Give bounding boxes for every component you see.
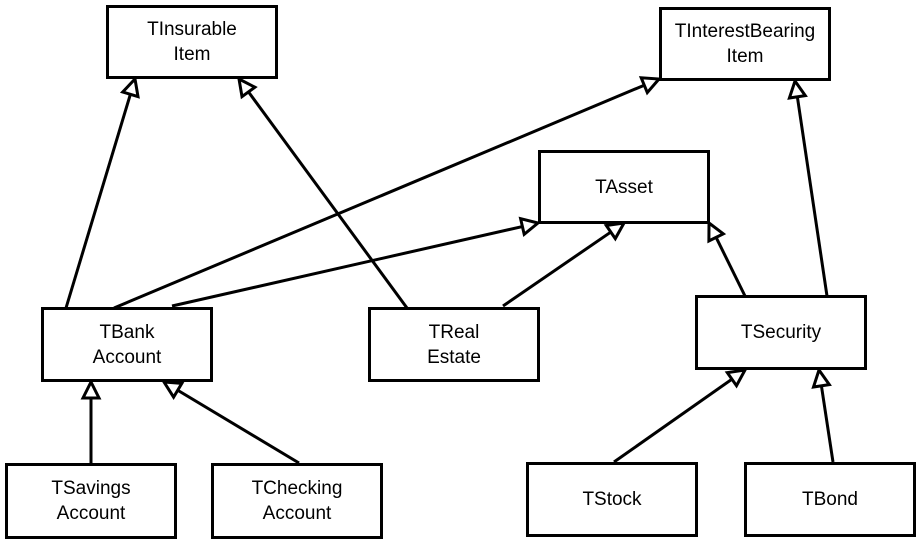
- inheritance-arrow-security-to-interest-bearing-item: [787, 77, 829, 297]
- inheritance-arrow-real-estate-to-asset: [502, 221, 627, 308]
- class-name-interest-bearing-item: TInterestBearing Item: [674, 21, 816, 67]
- class-name-asset: TAsset: [595, 176, 653, 198]
- inheritance-line: [795, 96, 829, 297]
- class-name-savings-account: TSavings Account: [51, 478, 131, 524]
- hollow-arrowhead-icon: [80, 378, 102, 400]
- class-box-savings-account[interactable]: TSavings Account: [5, 463, 177, 539]
- class-box-real-estate[interactable]: TReal Estate: [368, 307, 540, 382]
- class-name-security: TSecurity: [740, 322, 822, 343]
- inheritance-line: [171, 225, 523, 308]
- class-box-asset[interactable]: TAsset: [538, 150, 710, 224]
- inheritance-arrow-bank-account-to-asset: [171, 216, 542, 308]
- class-box-bond[interactable]: TBond: [744, 462, 916, 537]
- inheritance-line: [714, 236, 747, 297]
- inheritance-arrow-real-estate-to-insurable-item: [237, 76, 409, 309]
- inheritance-arrow-savings-account-to-bank-account: [80, 378, 102, 463]
- inheritance-line: [64, 93, 132, 309]
- hollow-arrowhead-icon: [237, 76, 258, 100]
- inheritance-line: [247, 91, 409, 309]
- inheritance-arrow-bank-account-to-interest-bearing-item: [113, 76, 663, 310]
- class-box-stock[interactable]: TStock: [526, 462, 698, 537]
- class-name-real-estate: TReal Estate: [427, 321, 481, 368]
- inheritance-arrow-checking-account-to-bank-account: [161, 380, 300, 465]
- class-name-insurable-item: TInsurable Item: [147, 19, 237, 65]
- class-box-security[interactable]: TSecurity: [695, 295, 867, 370]
- hollow-arrowhead-icon: [518, 216, 542, 237]
- inheritance-arrow-bank-account-to-insurable-item: [64, 75, 140, 309]
- hollow-arrowhead-icon: [787, 77, 808, 100]
- class-name-bond: TBond: [802, 489, 858, 510]
- hollow-arrowhead-icon: [603, 221, 627, 242]
- inheritance-arrow-bond-to-security: [811, 366, 835, 463]
- class-box-insurable-item[interactable]: TInsurable Item: [106, 5, 278, 79]
- class-name-bank-account: TBank Account: [92, 321, 162, 368]
- hollow-arrowhead-icon: [811, 366, 832, 389]
- hollow-arrowhead-icon: [161, 380, 185, 400]
- inheritance-line: [819, 385, 835, 463]
- class-box-interest-bearing-item[interactable]: TInterestBearing Item: [659, 7, 831, 81]
- class-box-checking-account[interactable]: TChecking Account: [211, 463, 383, 539]
- class-name-checking-account: TChecking Account: [251, 478, 343, 524]
- class-name-stock: TStock: [582, 489, 642, 510]
- inheritance-line: [113, 83, 645, 310]
- inheritance-line: [502, 230, 612, 308]
- hollow-arrowhead-icon: [119, 75, 140, 99]
- hollow-arrowhead-icon: [707, 220, 727, 244]
- inheritance-line: [176, 388, 300, 465]
- class-box-bank-account[interactable]: TBank Account: [41, 307, 213, 382]
- inheritance-arrow-stock-to-security: [613, 368, 748, 464]
- hollow-arrowhead-icon: [638, 76, 663, 96]
- inheritance-line: [613, 377, 733, 464]
- hollow-arrowhead-icon: [724, 368, 748, 389]
- inheritance-arrow-security-to-asset: [707, 220, 747, 297]
